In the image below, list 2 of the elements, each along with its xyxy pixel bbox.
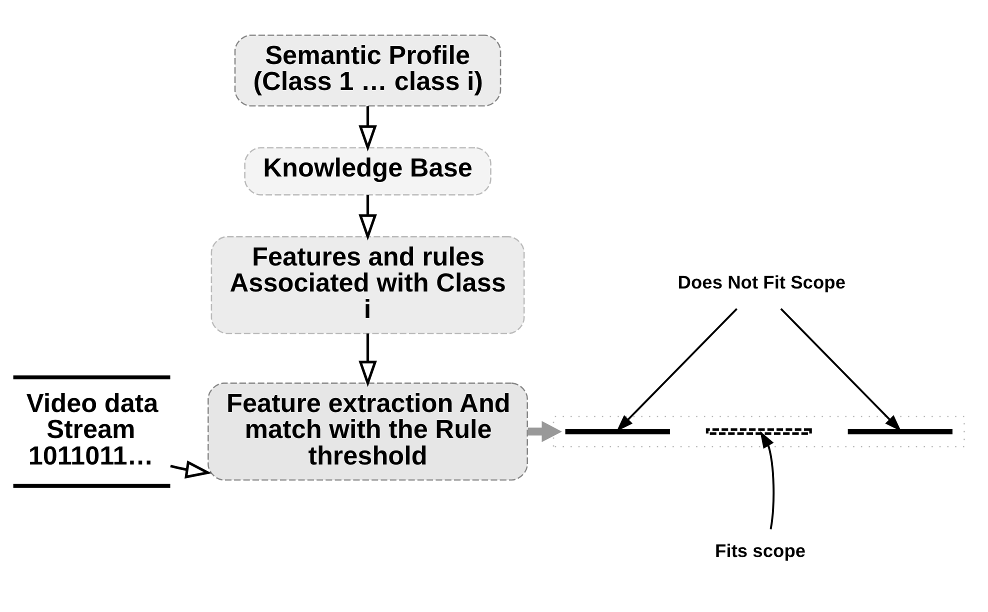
node-text: Fits scope [715,540,806,561]
node-text: Does Not Fit Scope [678,272,846,293]
